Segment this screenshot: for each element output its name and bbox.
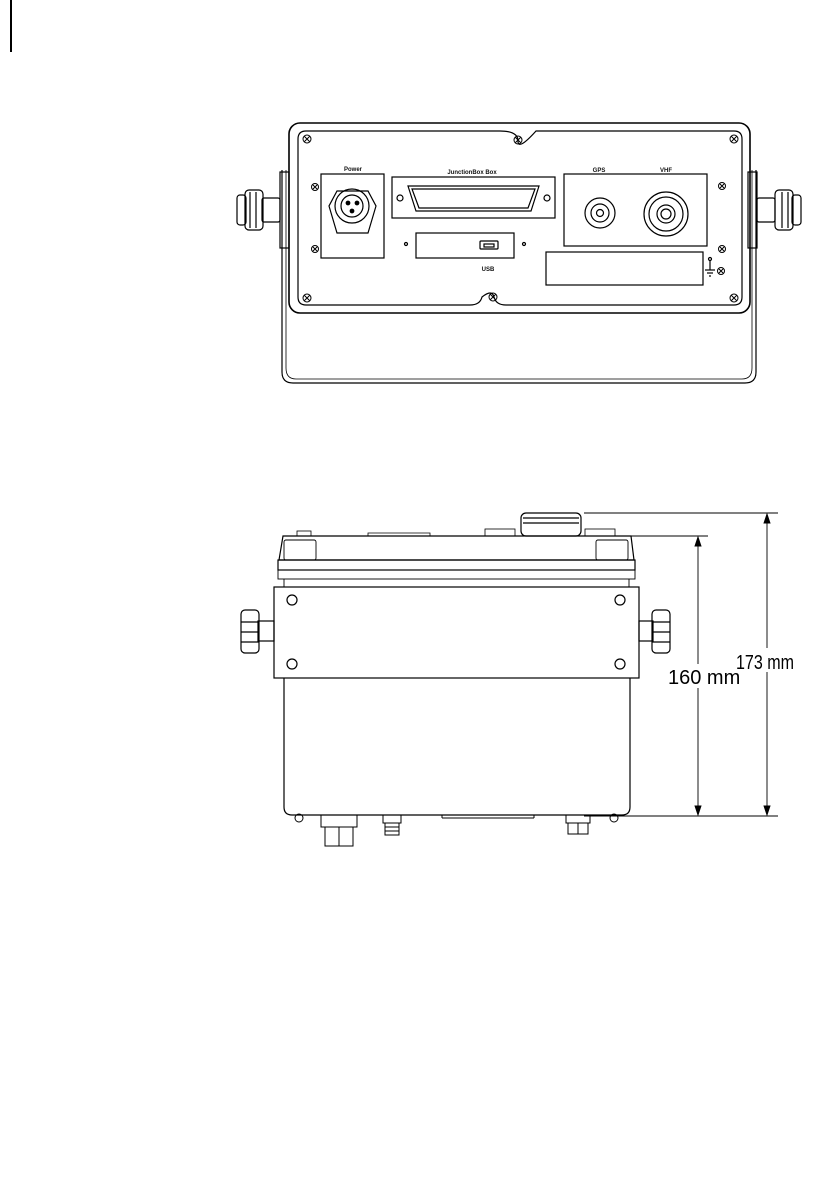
junction-box-plate <box>392 177 555 218</box>
power-label: Power <box>344 167 363 173</box>
junction-box-label: JunctionBox Box <box>447 170 497 176</box>
side-bracket-plate <box>274 587 639 678</box>
seal-band <box>278 560 635 570</box>
knob-left <box>237 190 280 230</box>
bracket-arm-left <box>280 172 289 248</box>
label-plate <box>546 252 703 285</box>
rear-view <box>237 123 801 383</box>
vhf-connector <box>644 192 688 236</box>
side-knob-left <box>241 610 274 653</box>
bottom-connectors <box>295 814 618 846</box>
power-plate <box>321 174 384 258</box>
junction-box-connector <box>408 186 539 211</box>
side-knob-right <box>639 610 670 653</box>
side-view <box>241 513 670 846</box>
gps-label: GPS <box>593 168 606 174</box>
gps-connector <box>585 198 615 228</box>
knob-right <box>757 190 801 230</box>
dimension-173-label: 173 mm <box>736 652 794 674</box>
lid <box>279 536 634 560</box>
lower-body <box>284 678 630 815</box>
top-connector <box>521 513 581 536</box>
power-connector <box>341 195 363 217</box>
usb-port <box>480 241 498 249</box>
vhf-label: VHF <box>660 168 672 174</box>
usb-plate <box>416 233 514 258</box>
dimension-160-label: 160 mm <box>668 667 740 689</box>
usb-label: USB <box>482 267 495 273</box>
ground-icon <box>705 258 715 277</box>
